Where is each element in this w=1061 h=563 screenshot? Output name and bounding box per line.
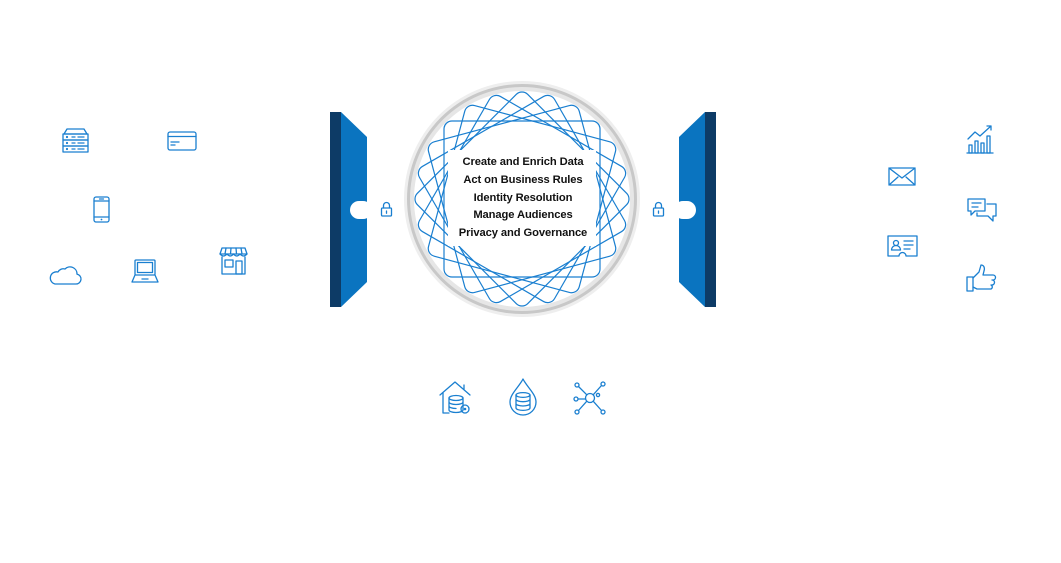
data-warehouse-icon xyxy=(439,381,471,414)
credit-card-icon xyxy=(167,131,197,151)
cloud-icon xyxy=(49,266,82,285)
activate-gate xyxy=(674,112,716,307)
laptop-icon xyxy=(131,259,159,283)
capability-item: Act on Business Rules xyxy=(463,173,583,186)
capability-item: Privacy and Governance xyxy=(458,227,588,240)
network-hub-icon xyxy=(573,381,606,415)
right-lock-icon xyxy=(652,201,665,217)
left-lock-icon xyxy=(380,201,393,217)
capability-item: Create and Enrich Data xyxy=(462,156,584,168)
server-icon xyxy=(62,128,89,153)
capability-list: Create and Enrich Data Act on Business R… xyxy=(444,154,602,243)
data-lake-icon xyxy=(509,378,537,416)
capability-item: Manage Audiences xyxy=(473,209,573,222)
smartphone-icon xyxy=(93,196,110,223)
email-icon xyxy=(888,167,916,186)
id-card-icon xyxy=(887,235,918,257)
capability-item: Identity Resolution xyxy=(473,191,573,204)
ingest-gate xyxy=(330,112,372,307)
hub-ring xyxy=(404,81,640,317)
growth-chart-icon xyxy=(966,125,994,154)
storefront-icon xyxy=(219,247,248,275)
chat-icon xyxy=(967,198,997,222)
thumbs-up-icon xyxy=(966,264,997,292)
